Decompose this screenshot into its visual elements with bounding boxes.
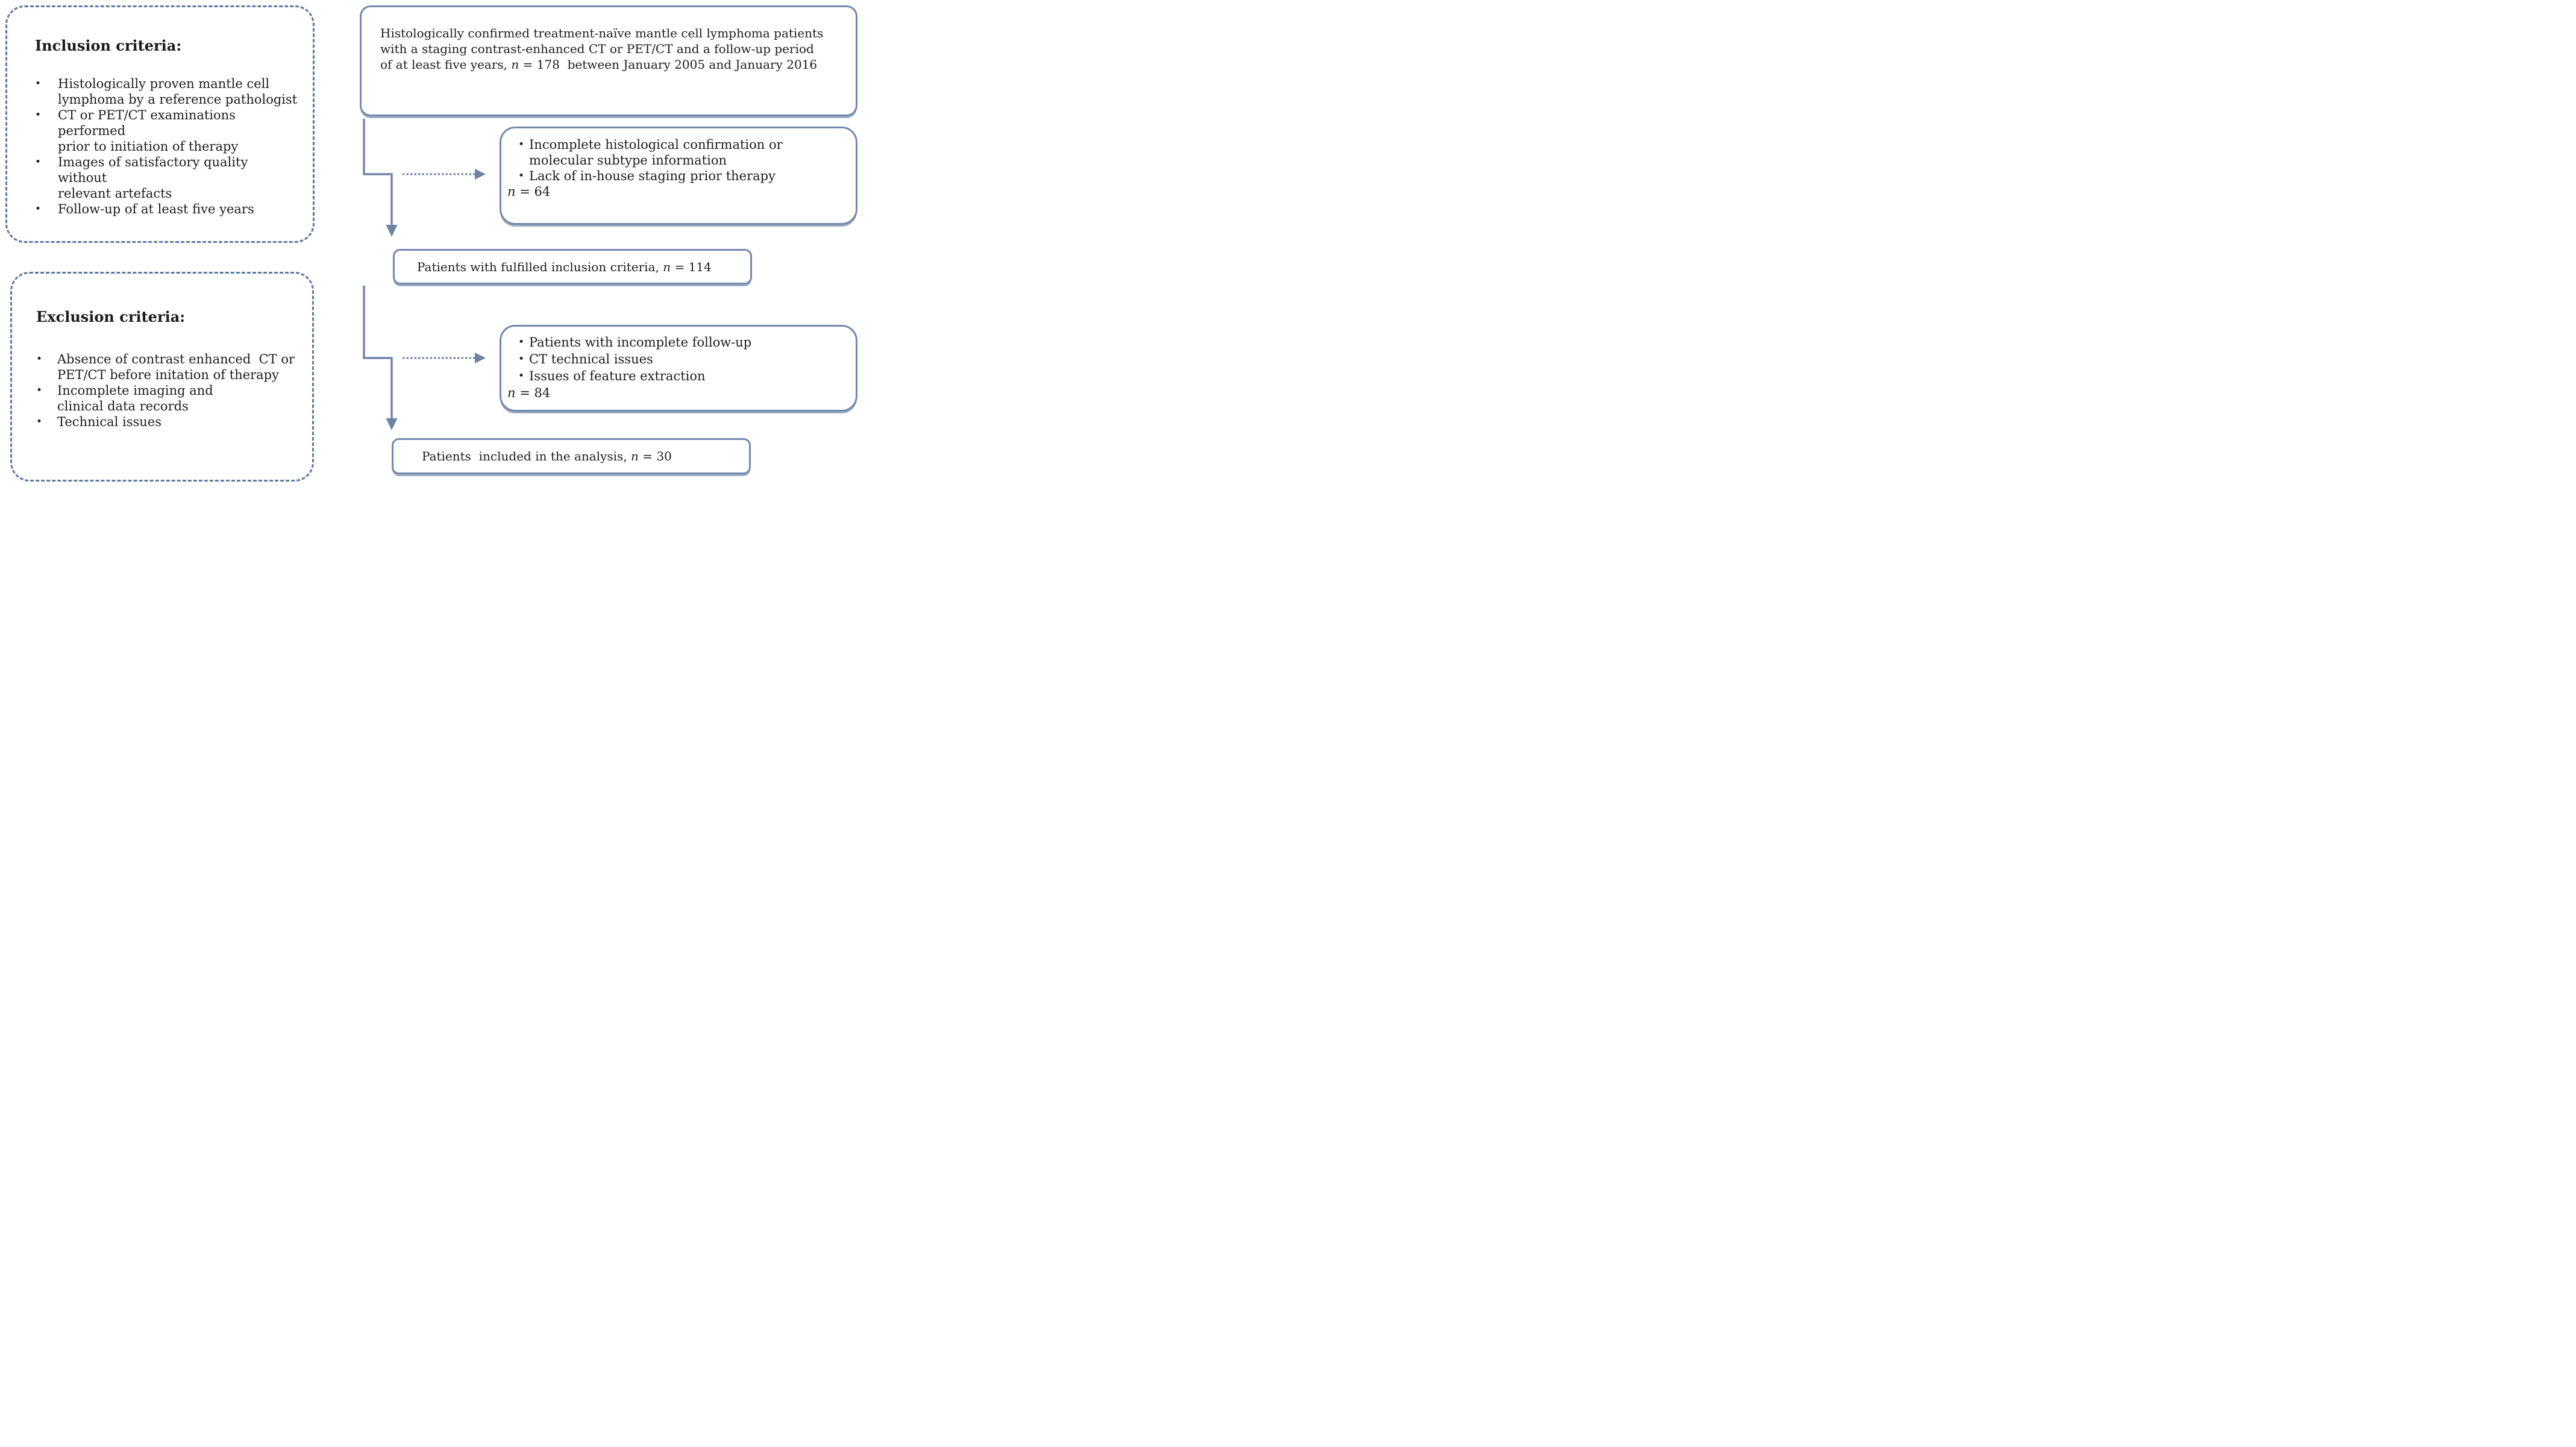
connector-line-2 [363, 286, 393, 419]
bullet-icon: • [36, 385, 43, 397]
exclusion-criteria-title: Exclusion criteria: [36, 308, 186, 325]
bullet-icon: • [35, 156, 42, 168]
excluded-histology-list: • Incomplete histological confirmation o… [507, 137, 848, 184]
list-item: • Incomplete histological confirmation o… [518, 137, 783, 168]
list-item: • Follow-up of at least five years [35, 202, 254, 216]
list-item: • Technical issues [36, 415, 162, 429]
eligible-patients-box: Histologically confirmed treatment-naïve… [360, 5, 857, 116]
arrow-down-1-icon [386, 225, 398, 237]
list-item: • Histologically proven mantle cell lymp… [35, 77, 298, 107]
list-item: • Images of satisfactory quality without… [35, 155, 248, 201]
exclusion-criteria-list: • Absence of contrast enhanced CT or PET… [36, 351, 300, 430]
arrow-right-1-icon [475, 169, 486, 180]
fulfilled-criteria-text: Patients with fulfilled inclusion criter… [417, 259, 712, 274]
list-item: • Absence of contrast enhanced CT or PET… [36, 352, 295, 382]
eligible-line-3: of at least five years, n = 178 between … [380, 57, 818, 72]
bullet-icon: • [35, 203, 42, 215]
excluded-followup-box: • Patients with incomplete follow-up • C… [500, 325, 857, 412]
excluded-followup-list: • Patients with incomplete follow-up • C… [507, 334, 848, 385]
n-variable: n [507, 184, 516, 199]
arrow-down-2-icon [386, 418, 398, 430]
excluded-count: n = 64 [507, 184, 551, 199]
eligible-line-2: with a staging contrast-enhanced CT or P… [380, 42, 814, 56]
n-variable: n [631, 449, 639, 463]
bullet-icon: • [518, 336, 525, 348]
list-item: • CT or PET/CT examinations performed pr… [35, 108, 239, 154]
bullet-icon: • [518, 370, 525, 382]
excluded-histology-box: • Incomplete histological confirmation o… [500, 127, 857, 225]
inclusion-criteria-box: Inclusion criteria: • Histologically pro… [5, 5, 315, 243]
inclusion-criteria-list: • Histologically proven mantle cell lymp… [35, 76, 301, 217]
bullet-icon: • [518, 170, 525, 182]
list-item: • Incomplete imaging and clinical data r… [36, 383, 213, 413]
n-variable: n [663, 259, 671, 274]
final-analysis-box: Patients included in the analysis, n = 3… [392, 438, 751, 474]
bullet-icon: • [35, 109, 42, 121]
list-item: • CT technical issues [518, 352, 653, 366]
list-item: • Patients with incomplete follow-up [518, 335, 752, 350]
inclusion-criteria-title: Inclusion criteria: [35, 37, 182, 54]
connector-line-1 [363, 119, 393, 226]
fulfilled-criteria-box: Patients with fulfilled inclusion criter… [393, 249, 752, 284]
patient-flow-diagram: Inclusion criteria: • Histologically pro… [0, 0, 859, 482]
bullet-icon: • [36, 416, 43, 428]
exclusion-criteria-box: Exclusion criteria: • Absence of contras… [10, 272, 314, 482]
bullet-icon: • [518, 139, 525, 151]
arrow-right-2-icon [475, 353, 486, 363]
bullet-icon: • [518, 353, 525, 365]
list-item: • Issues of feature extraction [518, 369, 706, 383]
excluded-count: n = 84 [507, 386, 551, 400]
n-variable: n [507, 386, 516, 400]
bullet-icon: • [35, 78, 42, 90]
flow-connectors [363, 119, 486, 430]
final-analysis-text: Patients included in the analysis, n = 3… [422, 449, 672, 463]
bullet-icon: • [36, 353, 43, 365]
eligible-line-1: Histologically confirmed treatment-naïve… [380, 26, 824, 40]
n-variable: n [511, 57, 519, 72]
list-item: • Lack of in-house staging prior therapy [518, 169, 776, 183]
